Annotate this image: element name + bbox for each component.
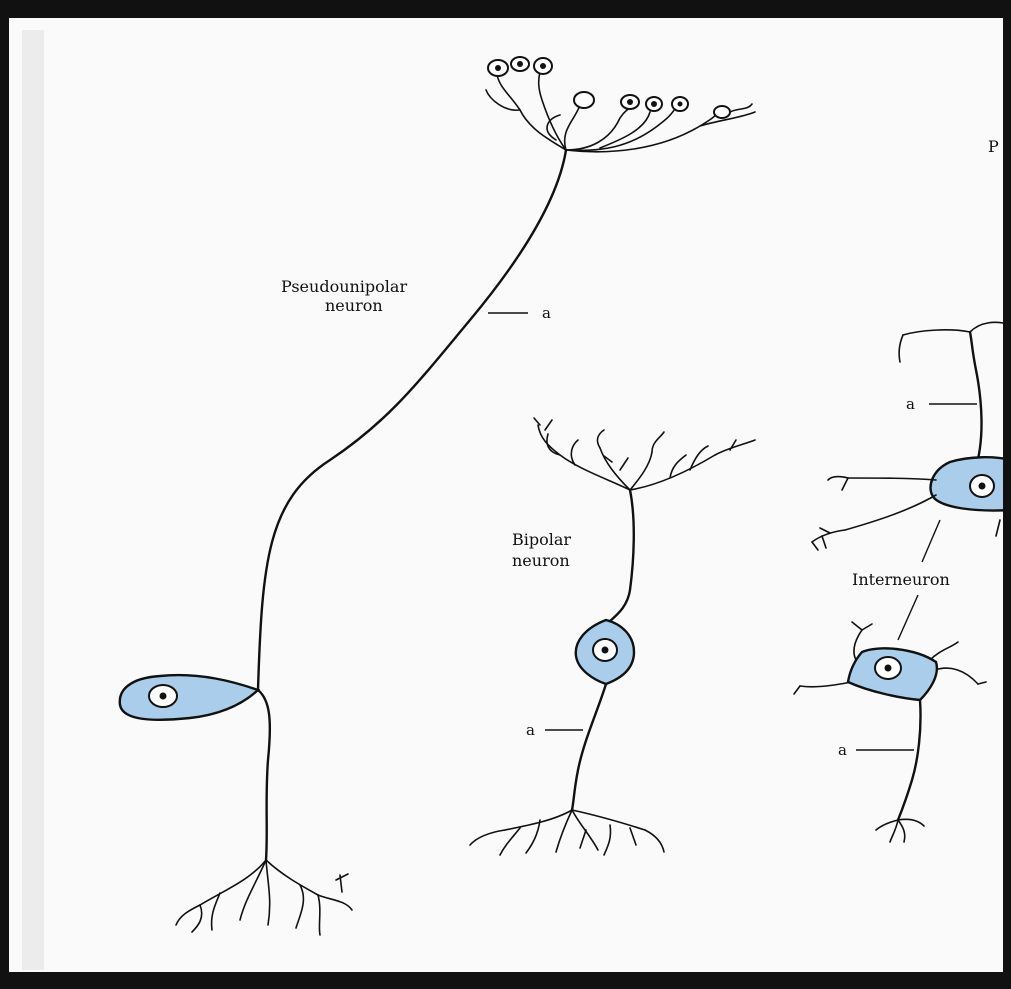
pseudounipolar-label-line1: Pseudounipolar <box>281 277 407 296</box>
interneuron-axon-marker: a <box>838 741 847 759</box>
interneuron-nucleolus <box>885 665 892 672</box>
bipolar-axon-marker: a <box>526 721 535 739</box>
bipolar-nucleolus <box>602 647 609 654</box>
pseudounipolar-label-line2: neuron <box>325 296 383 315</box>
right-edge-border <box>1003 18 1011 972</box>
bipolar-label-line1: Bipolar <box>512 530 571 549</box>
upper-interneuron-axon-marker: a <box>906 395 915 413</box>
pseudounipolar-nucleolus <box>160 693 167 700</box>
page-gutter-shadow <box>22 30 44 970</box>
bipolar-label-line2: neuron <box>512 551 570 570</box>
clipped-corner-letter: P <box>988 137 999 156</box>
interneuron-label: Interneuron <box>852 570 950 589</box>
upper-interneuron-nucleolus <box>979 483 986 490</box>
pseudounipolar-axon-marker: a <box>542 304 551 322</box>
